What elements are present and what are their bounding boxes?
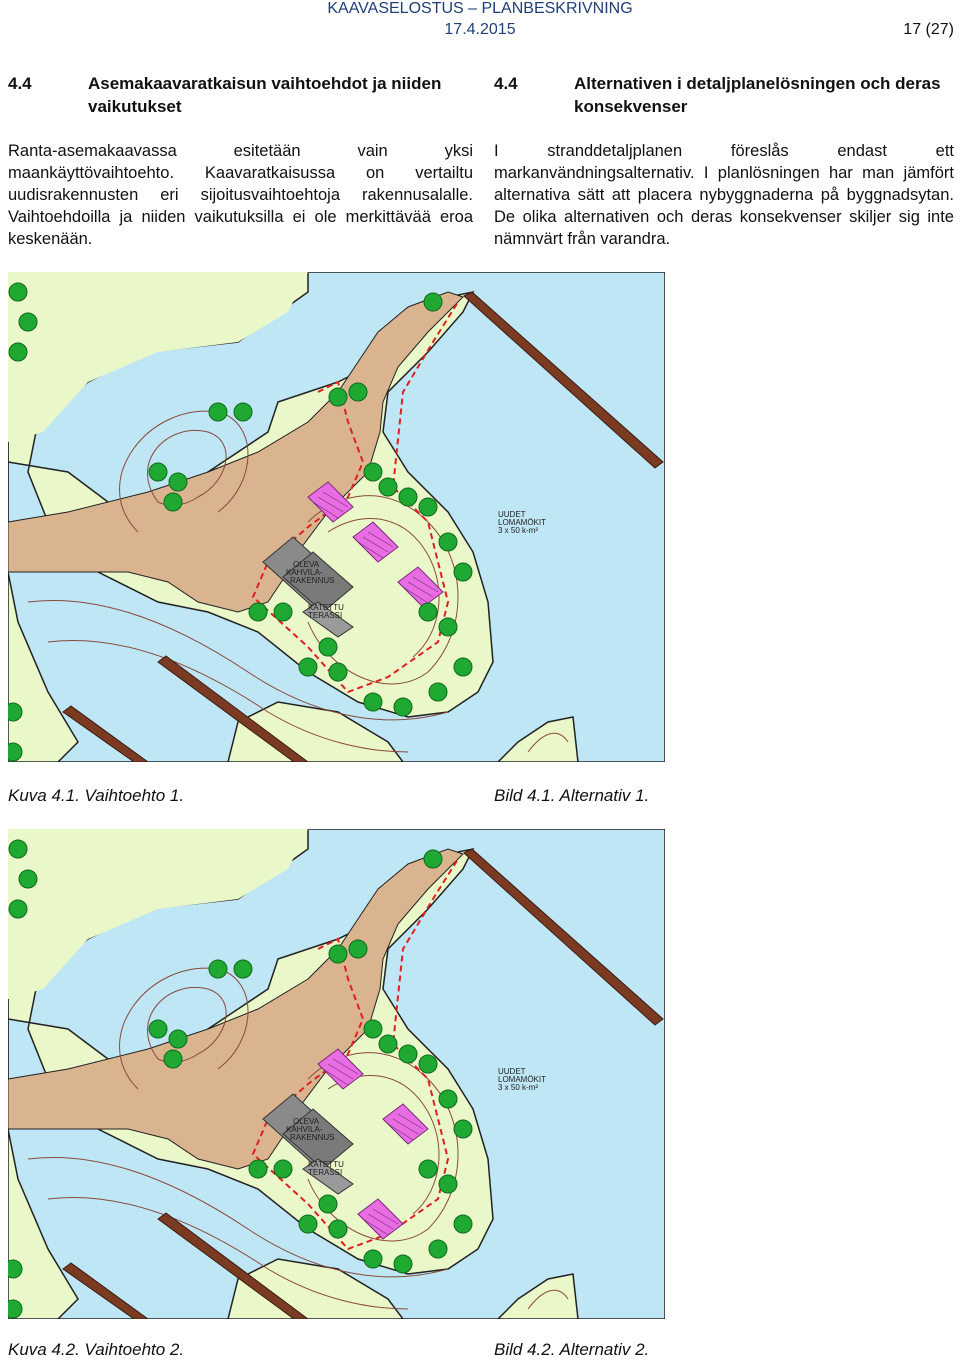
new-cabins-label-2: LOMAMÖKIT	[498, 518, 546, 527]
terrace-label-2: TERASSI	[308, 1168, 342, 1177]
document-date: 17.4.2015	[444, 21, 516, 38]
site-plan-drawing: UUDET LOMAMÖKIT 3 x 50 k-m² OLEVA KAHVIL…	[8, 272, 665, 762]
new-cabins-label-3: 3 x 50 k-m²	[498, 526, 538, 535]
existing-cafe-building	[262, 1093, 354, 1195]
figure-caption-fi-1: Kuva 4.1. Vaihtoehto 1.	[8, 786, 185, 805]
terrace-label-1: KATETTU	[308, 603, 344, 612]
sand-path	[8, 291, 464, 613]
contour-lines	[27, 967, 569, 1310]
section-number: 4.4	[494, 74, 518, 93]
figure-caption-sv-2: Bild 4.2. Alternativ 2.	[494, 1340, 650, 1359]
section-heading-fi: 4.4 Asemakaavaratkaisun vaihtoehdot ja n…	[8, 72, 473, 122]
section-number: 4.4	[8, 74, 32, 93]
sand-path	[8, 848, 464, 1170]
section-title: Alternativen i detaljplanelösningen och …	[574, 74, 941, 116]
figure-caption-sv-1: Bild 4.1. Alternativ 1.	[494, 786, 650, 805]
plan-boundary	[251, 858, 459, 1251]
new-cabins	[307, 481, 444, 608]
piers	[62, 848, 664, 1319]
body-paragraph-sv: I stranddetaljplanen föreslås endast ett…	[494, 142, 954, 248]
new-cabins-label-3: 3 x 50 k-m²	[498, 1083, 538, 1092]
terrace-label-1: KATETTU	[308, 1160, 344, 1169]
page-header: KAAVASELOSTUS – PLANBESKRIVNING 17.4.201…	[0, 0, 960, 44]
page-number: 17 (27)	[903, 21, 954, 38]
new-cabins	[317, 1048, 429, 1240]
site-plan-drawing: UUDET LOMAMÖKIT 3 x 50 k-m² OLEVA KAHVIL…	[8, 829, 665, 1319]
terrace-label-2: TERASSI	[308, 611, 342, 620]
trees	[8, 839, 473, 1319]
section-heading-sv: 4.4 Alternativen i detaljplanelösningen …	[494, 72, 954, 122]
piers	[62, 291, 664, 762]
cafe-label-2: KAHVILA-	[286, 568, 323, 577]
body-paragraph-fi: Ranta-asemakaavassa esitetään vain yksi …	[8, 142, 473, 248]
new-cabins-label-2: LOMAMÖKIT	[498, 1075, 546, 1084]
site-plan-map-1: UUDET LOMAMÖKIT 3 x 50 k-m² OLEVA KAHVIL…	[8, 272, 665, 762]
existing-cafe-building	[262, 536, 354, 638]
cafe-label-2: KAHVILA-	[286, 1125, 323, 1134]
new-cabins-label-1: UUDET	[498, 510, 526, 519]
cafe-label-1: OLEVA	[293, 560, 320, 569]
trees	[8, 282, 473, 762]
section-title: Asemakaavaratkaisun vaihtoehdot ja niide…	[88, 74, 442, 116]
cafe-label-3: RAKENNUS	[290, 576, 334, 585]
new-cabins-label-1: UUDET	[498, 1067, 526, 1076]
site-plan-map-2: UUDET LOMAMÖKIT 3 x 50 k-m² OLEVA KAHVIL…	[8, 829, 665, 1319]
figure-caption-fi-2: Kuva 4.2. Vaihtoehto 2.	[8, 1340, 185, 1359]
finnish-column: 4.4 Asemakaavaratkaisun vaihtoehdot ja n…	[8, 0, 473, 280]
swedish-column: 4.4 Alternativen i detaljplanelösningen …	[494, 0, 959, 280]
cafe-label-1: OLEVA	[293, 1117, 320, 1126]
plan-boundary	[251, 301, 459, 694]
cafe-label-3: RAKENNUS	[290, 1133, 334, 1142]
document-title: KAAVASELOSTUS – PLANBESKRIVNING	[327, 0, 633, 17]
